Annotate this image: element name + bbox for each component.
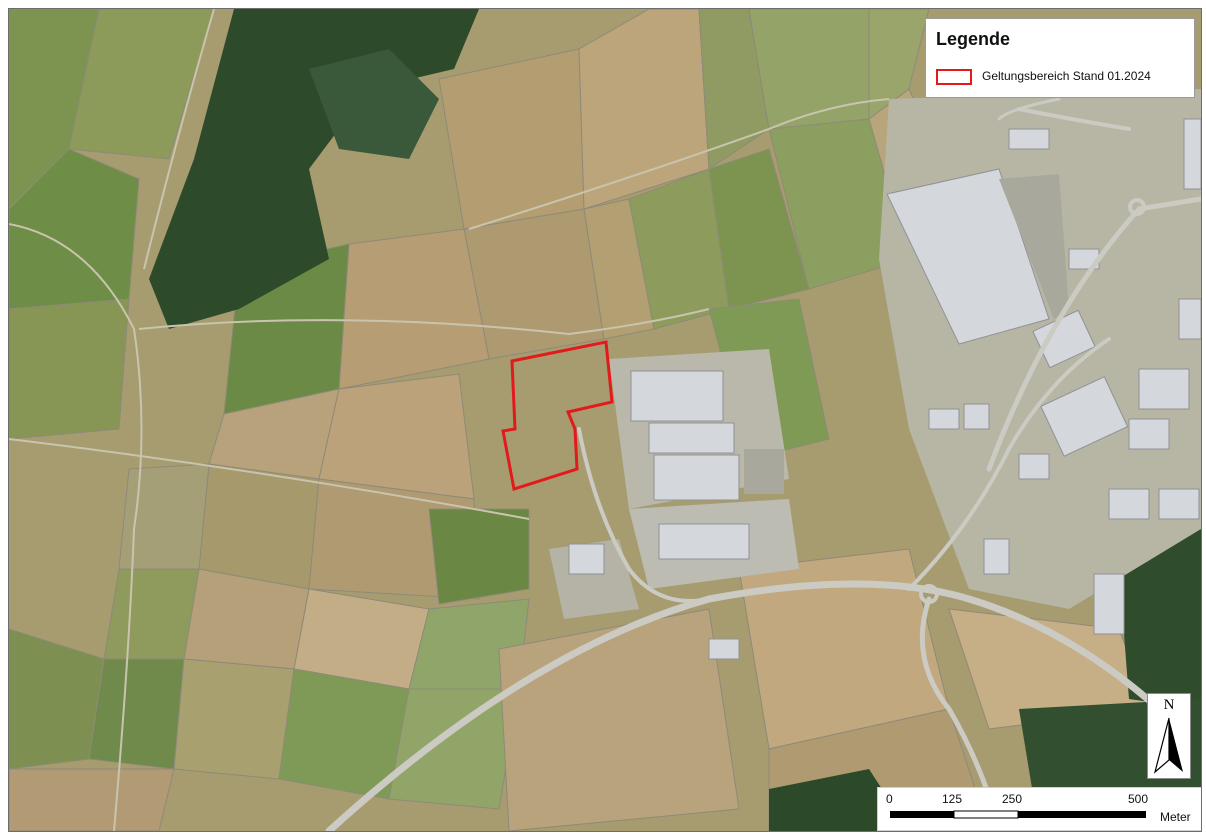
scale-label-500: 500: [1128, 792, 1149, 806]
legend-box: Legende Geltungsbereich Stand 01.2024: [925, 18, 1195, 98]
north-letter: N: [1163, 697, 1175, 713]
legend-label-boundary: Geltungsbereich Stand 01.2024: [982, 69, 1151, 83]
planning-area-boundary[interactable]: [501, 340, 614, 491]
buildings: [568, 118, 1201, 660]
north-arrow: N: [1147, 693, 1191, 779]
scale-label-250: 250: [1002, 792, 1023, 806]
roads: [325, 97, 1201, 831]
parking-lots: [744, 174, 1069, 494]
scale-label-125: 125: [942, 792, 963, 806]
map-frame: Legende Geltungsbereich Stand 01.2024 N …: [8, 8, 1202, 832]
legend-swatch-boundary: [936, 69, 972, 85]
aerial-map[interactable]: [9, 9, 1201, 831]
scale-label-0: 0: [886, 792, 893, 806]
roundabouts: [919, 198, 1146, 604]
legend-title: Legende: [936, 29, 1011, 49]
north-arrow-icon: [1153, 717, 1183, 774]
scale-bar: 0 125 250 500 Meter: [877, 787, 1201, 831]
scale-bar-graphic: [890, 810, 1146, 819]
farm-tracks: [9, 9, 890, 831]
scale-unit: Meter: [1160, 810, 1191, 824]
